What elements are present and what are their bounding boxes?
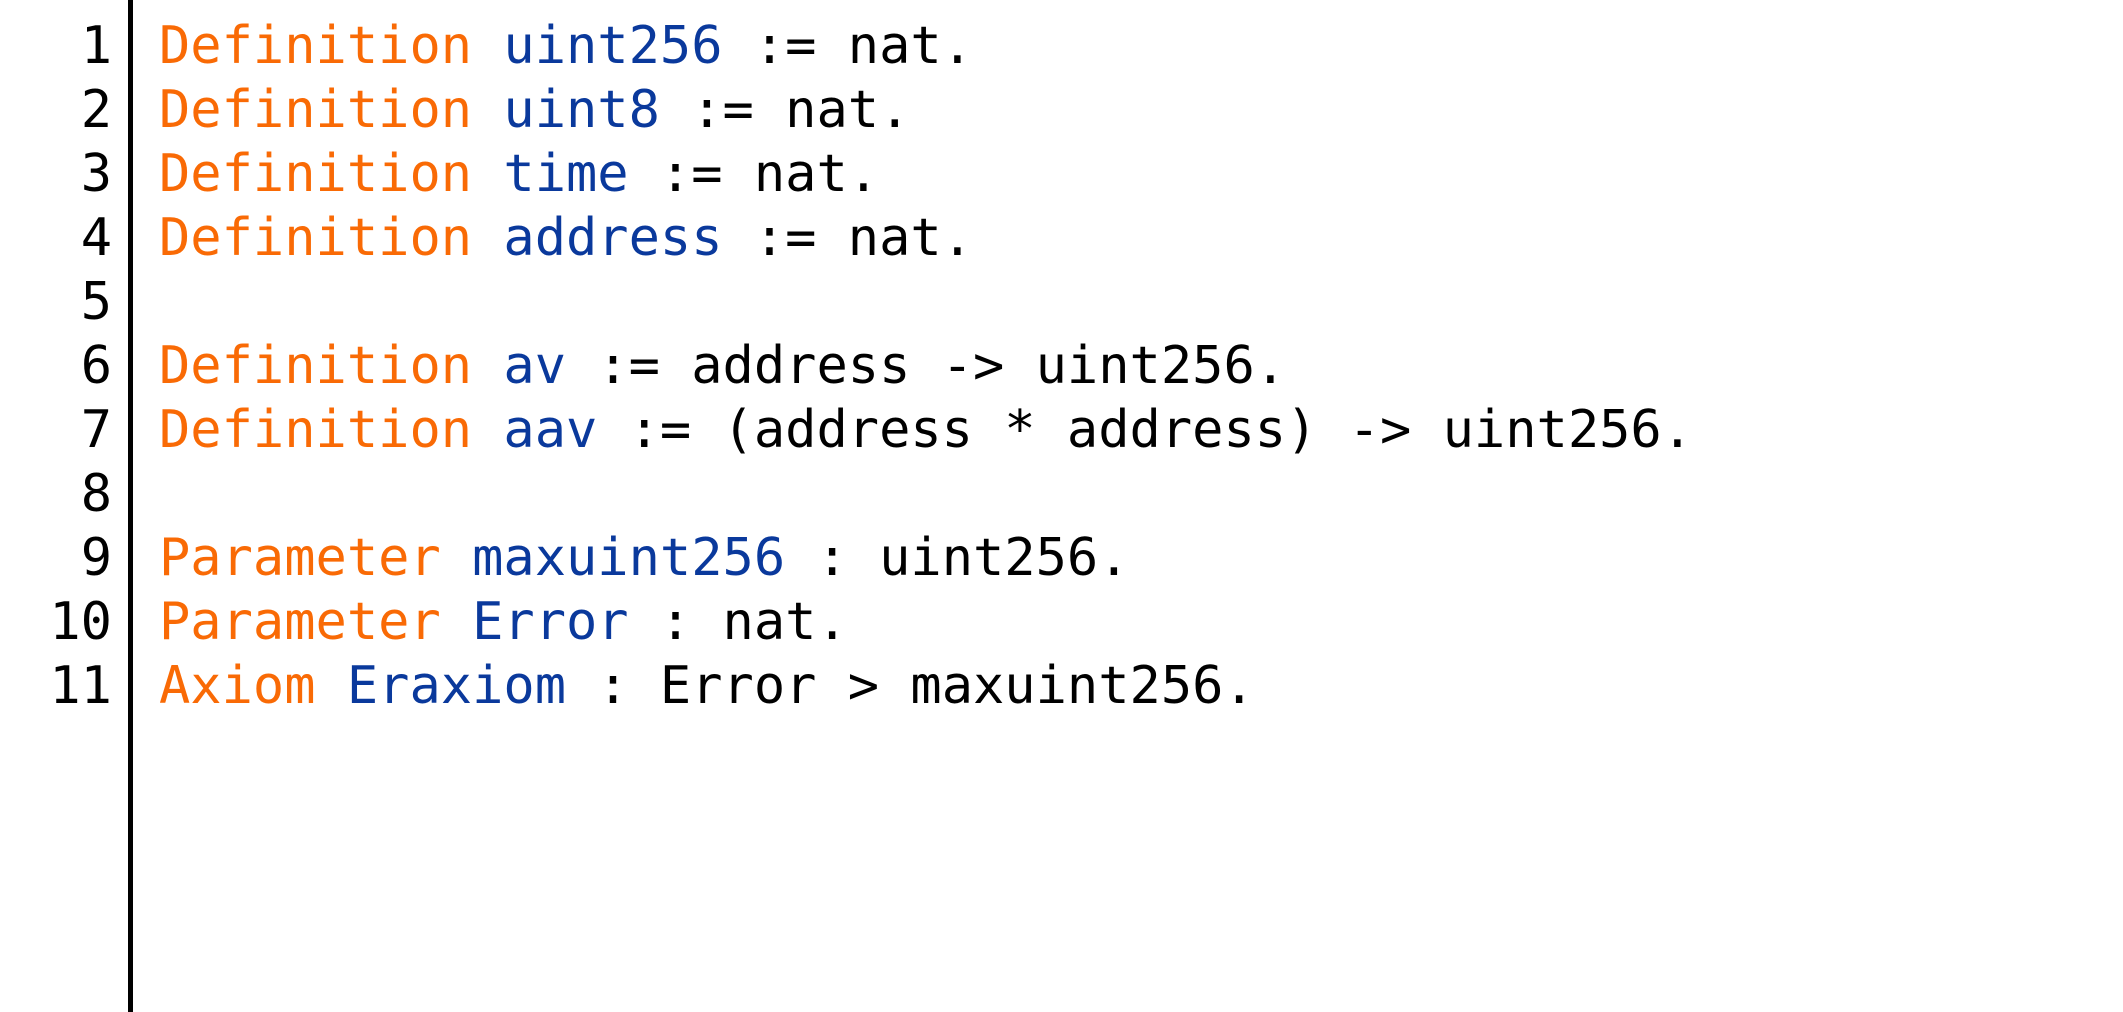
- code-token-plain: [441, 528, 472, 588]
- code-token-plain: := nat.: [722, 208, 973, 268]
- code-token-keyword: Definition: [159, 144, 473, 204]
- code-token-identifier: Error: [472, 592, 629, 652]
- line-number: 5: [80, 272, 112, 332]
- code-line[interactable]: Definition uint256 := nat.: [159, 14, 2123, 78]
- code-token-plain: := address -> uint256.: [566, 336, 1287, 396]
- line-number: 2: [80, 80, 112, 140]
- code-token-plain: [472, 336, 503, 396]
- code-token-identifier: time: [503, 144, 629, 204]
- code-token-keyword: Definition: [159, 16, 473, 76]
- code-token-keyword: Axiom: [159, 656, 316, 716]
- code-token-plain: [472, 80, 503, 140]
- code-token-identifier: aav: [503, 400, 598, 460]
- code-token-plain: := nat.: [722, 16, 973, 76]
- code-content-area[interactable]: Definition uint256 := nat.Definition uin…: [133, 14, 2123, 718]
- code-token-keyword: Definition: [159, 400, 473, 460]
- line-number: 3: [80, 144, 112, 204]
- line-number: 10: [49, 592, 112, 652]
- code-line[interactable]: Definition time := nat.: [159, 142, 2123, 206]
- code-token-identifier: av: [503, 336, 567, 396]
- code-token-keyword: Definition: [159, 208, 473, 268]
- code-line[interactable]: Definition av := address -> uint256.: [159, 334, 2123, 398]
- code-token-keyword: Definition: [159, 336, 473, 396]
- code-token-plain: [441, 592, 472, 652]
- code-line[interactable]: Definition uint8 := nat.: [159, 78, 2123, 142]
- code-token-keyword: Parameter: [159, 528, 441, 588]
- line-number: 11: [49, 656, 112, 716]
- code-line[interactable]: Definition address := nat.: [159, 206, 2123, 270]
- code-token-plain: [472, 144, 503, 204]
- code-token-plain: : uint256.: [785, 528, 1130, 588]
- code-token-identifier: Eraxiom: [346, 656, 567, 716]
- line-number: 9: [80, 528, 112, 588]
- code-token-plain: [472, 208, 503, 268]
- code-token-plain: [472, 16, 503, 76]
- code-token-plain: : nat.: [628, 592, 848, 652]
- code-token-identifier: uint256: [503, 16, 723, 76]
- code-token-plain: [472, 400, 503, 460]
- code-line[interactable]: Parameter maxuint256 : uint256.: [159, 526, 2123, 590]
- line-number: 4: [80, 208, 112, 268]
- code-token-identifier: maxuint256: [472, 528, 786, 588]
- code-token-identifier: address: [503, 208, 723, 268]
- code-token-keyword: Definition: [159, 80, 473, 140]
- code-line[interactable]: Definition aav := (address * address) ->…: [159, 398, 2123, 462]
- code-line[interactable]: Axiom Eraxiom : Error > maxuint256.: [159, 654, 2123, 718]
- code-token-plain: := (address * address) -> uint256.: [597, 400, 1694, 460]
- line-number: 6: [80, 336, 112, 396]
- line-number: 8: [80, 464, 112, 524]
- code-token-plain: [316, 656, 347, 716]
- code-line[interactable]: [159, 462, 2123, 526]
- code-token-plain: := nat.: [659, 80, 911, 140]
- line-number: 7: [80, 400, 112, 460]
- line-number: 1: [80, 16, 112, 76]
- code-line[interactable]: [159, 270, 2123, 334]
- code-line[interactable]: Parameter Error : nat.: [159, 590, 2123, 654]
- code-token-plain: : Error > maxuint256.: [566, 656, 1255, 716]
- code-token-plain: := nat.: [628, 144, 880, 204]
- code-token-identifier: uint8: [503, 80, 660, 140]
- gutter-separator-rule: [128, 0, 133, 1012]
- code-token-keyword: Parameter: [159, 592, 441, 652]
